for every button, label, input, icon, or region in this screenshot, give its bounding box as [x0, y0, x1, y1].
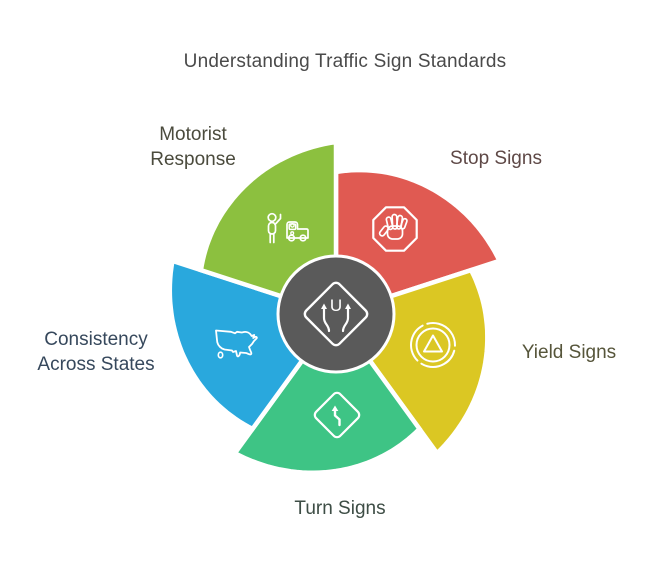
lane-guidance-icon: U — [303, 281, 369, 347]
hub-circle — [276, 254, 396, 374]
turn-arrow-icon — [313, 391, 361, 439]
usa-map-icon — [215, 329, 258, 359]
yield-triangle-icon — [410, 322, 456, 368]
label-motorist-response: Motorist Response — [150, 124, 236, 170]
wheel-segment-turn-signs — [231, 310, 423, 476]
hub-letter: U — [330, 296, 342, 315]
motorist-car-icon — [267, 212, 309, 244]
label-consistency-across-states: Consistency Across States — [37, 329, 155, 375]
stop-hand-icon — [372, 206, 418, 252]
label-stop-signs: Stop Signs — [450, 148, 542, 169]
wheel-hub: U — [276, 254, 396, 374]
page-title: Understanding Traffic Sign Standards — [183, 51, 507, 72]
label-yield-signs: Yield Signs — [521, 342, 617, 363]
label-turn-signs: Turn Signs — [294, 498, 386, 519]
